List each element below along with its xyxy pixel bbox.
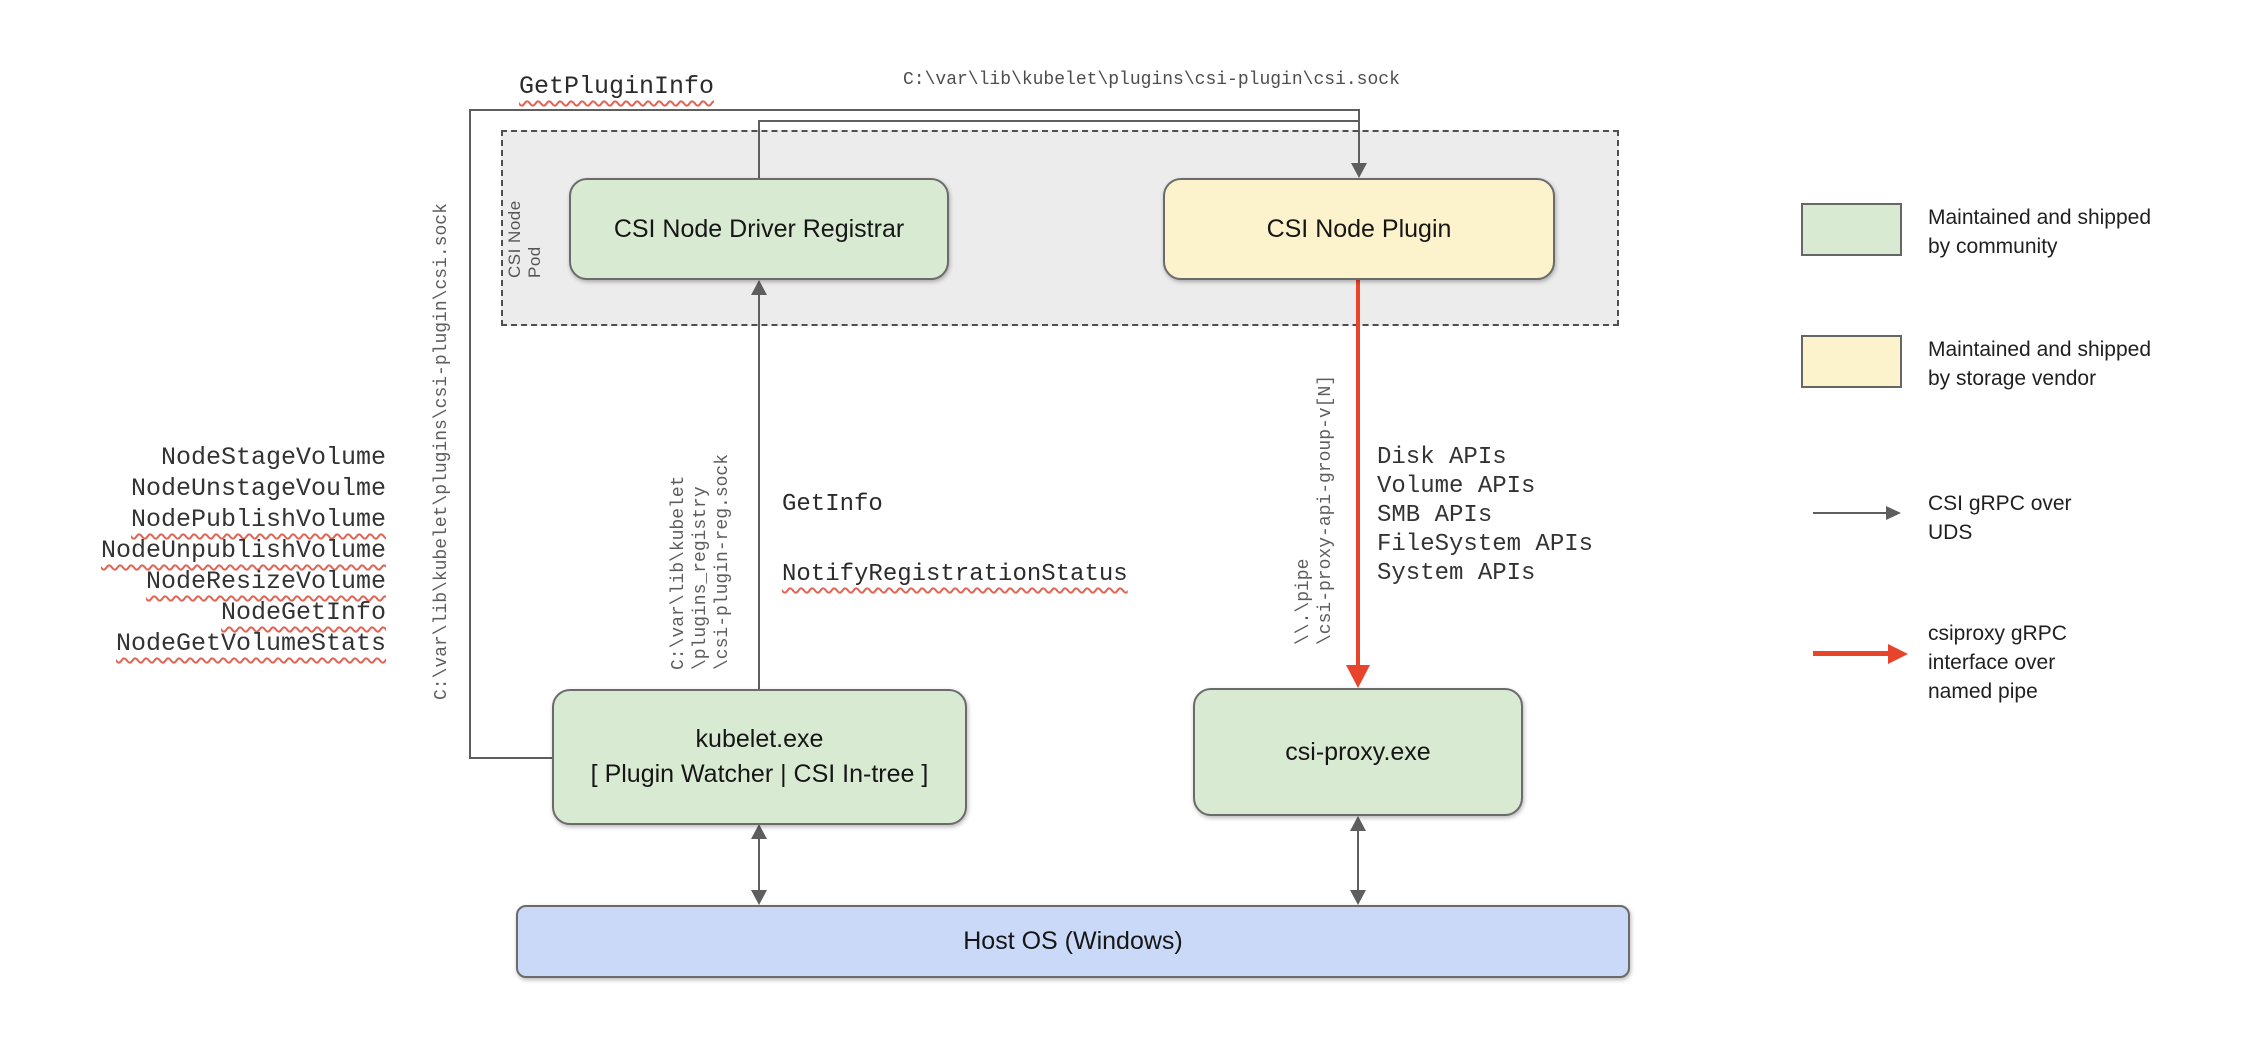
csiproxy-host-arrow-down-icon: [1350, 890, 1366, 905]
uds-line-kubelet-left-vertical: [469, 109, 471, 759]
uds-line-kubelet-left-elbow: [469, 757, 554, 759]
legend-vendor-label: Maintained and shipped by storage vendor: [1928, 338, 2152, 390]
legend-community-label: Maintained and shipped by community: [1928, 206, 2152, 258]
uds-line-top-horizontal-kubelet: [469, 109, 1360, 111]
get-info-label: GetInfo: [782, 491, 883, 518]
legend-pipe-label: csiproxy gRPC interface over named pipe: [1928, 622, 2067, 703]
csi-proxy-box: csi-proxy.exe: [1193, 688, 1523, 816]
node-rpc-call-label: NodeGetVolumeStats: [115, 629, 386, 658]
notify-registration-status-label: NotifyRegistrationStatus: [782, 561, 1128, 588]
kubelet-host-line: [758, 838, 760, 892]
csiproxy-host-arrow-up-icon: [1350, 816, 1366, 831]
windows-api-label: Volume APIs: [1377, 473, 1536, 500]
csi-node-driver-registrar-box: CSI Node Driver Registrar: [569, 178, 949, 280]
windows-api-label: FileSystem APIs: [1377, 531, 1594, 558]
uds-line-top-horizontal-registrar: [758, 120, 1360, 122]
legend-pipe-arrow-icon: [1813, 651, 1889, 656]
legend-pipe-arrowhead-icon: [1888, 644, 1908, 664]
kubelet-host-arrow-up-icon: [751, 824, 767, 839]
kubelet-host-arrow-down-icon: [751, 890, 767, 905]
windows-api-label: Disk APIs: [1377, 444, 1507, 471]
node-rpc-call-label: NodeStageVolume: [160, 443, 386, 472]
arrowhead-into-csi-proxy-icon: [1346, 665, 1370, 688]
host-os-box: Host OS (Windows): [516, 905, 1630, 978]
node-rpc-call-label: NodeResizeVolume: [145, 567, 386, 596]
uds-line-into-plugin: [1358, 109, 1360, 165]
named-pipe-line: [1356, 280, 1360, 667]
windows-api-label: System APIs: [1377, 560, 1536, 587]
arrowhead-into-plugin-icon: [1351, 163, 1367, 178]
arrowhead-into-registrar-icon: [751, 280, 767, 295]
legend-uds-arrow-icon: [1813, 512, 1887, 514]
csi-sock-path-vertical-label: C:\var\lib\kubelet\plugins\csi-plugin\cs…: [432, 203, 452, 700]
get-plugin-info-label: GetPluginInfo: [519, 72, 715, 101]
registration-calls-label: GetInfo NotifyRegistrationStatus: [782, 452, 1128, 627]
node-rpc-call-label: NodePublishVolume: [130, 505, 386, 534]
legend-community-swatch: [1801, 203, 1902, 256]
csi-node-plugin-box: CSI Node Plugin: [1163, 178, 1555, 280]
legend-vendor-swatch: [1801, 335, 1902, 388]
registration-sock-path-label: C:\var\lib\kubelet \plugins_registry \cs…: [669, 453, 733, 670]
legend-uds-arrowhead-icon: [1886, 506, 1901, 520]
windows-api-label: SMB APIs: [1377, 502, 1493, 529]
csi-sock-path-label: C:\var\lib\kubelet\plugins\csi-plugin\cs…: [903, 70, 1400, 90]
named-pipe-path-label: \\.\pipe \csi-proxy-api-group-v[N]: [1294, 374, 1336, 645]
node-rpc-call-label: NodeUnstageVoulme: [130, 474, 386, 503]
legend-uds-label: CSI gRPC over UDS: [1928, 492, 2072, 544]
kubelet-box: kubelet.exe [ Plugin Watcher | CSI In-tr…: [552, 689, 967, 825]
csi-node-pod-label: CSI Node Pod: [505, 200, 544, 278]
node-rpc-call-label: NodeUnpublishVolume: [100, 536, 386, 565]
uds-line-registrar-top-stub: [758, 120, 760, 180]
csiproxy-host-line: [1357, 830, 1359, 892]
uds-line-registration: [758, 293, 760, 690]
node-rpc-call-label: NodeGetInfo: [220, 598, 386, 627]
